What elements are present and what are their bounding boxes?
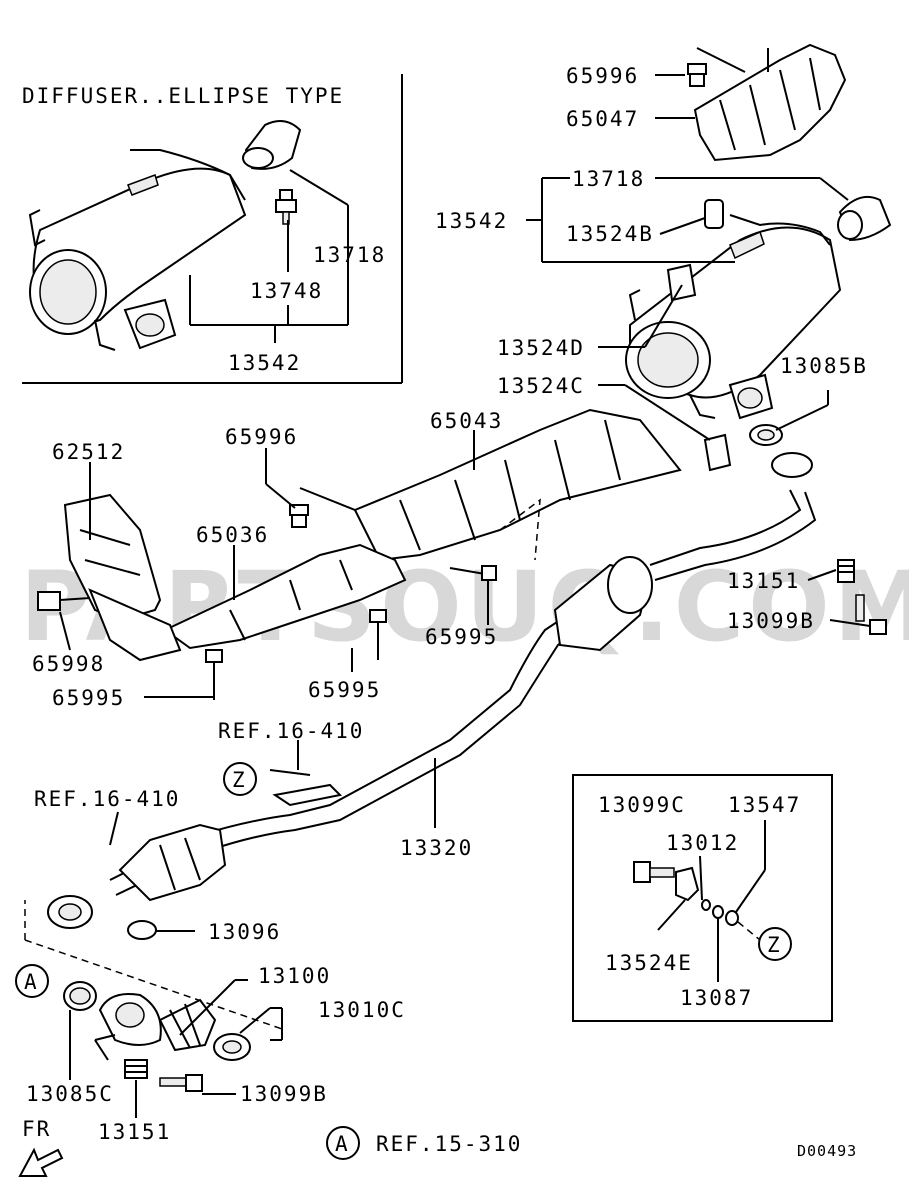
label-65036: 65036 xyxy=(196,523,269,547)
inset-title: DIFFUSER..ELLIPSE TYPE xyxy=(22,84,344,108)
bolt-13099B-bottom-icon xyxy=(159,1074,203,1092)
label-13151-right: 13151 xyxy=(727,569,800,593)
hanger-13524D-icon xyxy=(666,263,697,302)
inset-tailpipe-tip-icon xyxy=(242,120,302,170)
heat-shield-65047-icon xyxy=(693,43,847,162)
label-13087: 13087 xyxy=(680,986,753,1010)
label-65043: 65043 xyxy=(430,409,503,433)
bottom-left-leaders xyxy=(69,979,283,1118)
right-muffler-icon xyxy=(625,214,842,420)
diagram-code: D00493 xyxy=(797,1142,857,1160)
label-13542-right: 13542 xyxy=(435,209,508,233)
callout-z-inset xyxy=(758,927,792,961)
tailpipe-tip-13718-right-icon xyxy=(837,196,892,242)
label-13012: 13012 xyxy=(666,831,739,855)
label-13099B-bottom: 13099B xyxy=(240,1082,328,1106)
label-65996-mid: 65996 xyxy=(225,425,298,449)
nut-13547-icon xyxy=(725,910,739,926)
gasket-13085B-icon xyxy=(749,424,783,446)
heat-shield-65043-icon xyxy=(353,408,682,562)
gasket-13010C-icon xyxy=(213,1033,251,1061)
hanger-inset-leaders xyxy=(657,820,766,982)
callout-z-main xyxy=(223,762,257,796)
diffuser-inset-frame xyxy=(22,74,403,384)
hanger-13524C-icon xyxy=(703,433,732,472)
callout-a-left xyxy=(15,964,49,998)
spring-13151-right-icon xyxy=(837,559,855,583)
ref-16-410-top: REF.16-410 xyxy=(218,719,364,743)
label-62512: 62512 xyxy=(52,440,125,464)
heat-shield-65036-icon xyxy=(163,543,407,650)
callout-a-bottom xyxy=(326,1126,360,1160)
label-65047: 65047 xyxy=(566,107,639,131)
direction-label: FR xyxy=(22,1117,51,1141)
flange-front-icon xyxy=(47,895,93,929)
hanger-13524B-icon xyxy=(704,199,724,229)
mid-leaders xyxy=(109,569,871,932)
label-13010C: 13010C xyxy=(318,998,406,1022)
callout-a-bottom-label: A xyxy=(335,1132,350,1156)
label-13718-inset: 13718 xyxy=(313,243,386,267)
label-13524B: 13524B xyxy=(566,222,654,246)
label-13542-inset: 13542 xyxy=(228,351,301,375)
ref-15-310: REF.15-310 xyxy=(376,1132,522,1156)
center-leaders xyxy=(59,430,489,698)
label-65995-right: 65995 xyxy=(425,625,498,649)
bolt-13099C-icon xyxy=(633,861,675,883)
gasket-13085C-icon xyxy=(63,981,97,1011)
bracket-62512-icon xyxy=(63,493,182,662)
label-65996-top: 65996 xyxy=(566,64,639,88)
label-65995-mid: 65995 xyxy=(308,678,381,702)
top-right-leaders xyxy=(655,47,769,119)
label-13547: 13547 xyxy=(728,793,801,817)
flange-13100-icon xyxy=(98,993,217,1052)
front-assembly-dash-outline xyxy=(24,900,286,1031)
bolt-13099B-right-icon xyxy=(855,594,887,635)
label-13718-right: 13718 xyxy=(572,167,645,191)
spring-13151-bottom-icon xyxy=(124,1059,148,1079)
label-13524E: 13524E xyxy=(605,951,693,975)
washer-13087-icon xyxy=(712,905,724,919)
clip-65996-top-icon xyxy=(687,63,707,87)
inset-muffler-icon xyxy=(28,149,247,351)
label-13100: 13100 xyxy=(258,964,331,988)
callout-z-inset-label: Z xyxy=(767,933,782,957)
inset-bolt-13748-icon xyxy=(275,189,297,225)
callout-a-left-label: A xyxy=(24,970,39,994)
label-13085B: 13085B xyxy=(780,354,868,378)
label-13085C: 13085C xyxy=(26,1082,114,1106)
label-13096: 13096 xyxy=(208,920,281,944)
bracket-13524E-icon xyxy=(675,866,700,902)
hanger-detail-inset-frame xyxy=(572,774,833,1022)
gasket-13096-icon xyxy=(127,920,157,940)
label-13524D: 13524D xyxy=(497,336,585,360)
front-direction-arrow-icon xyxy=(18,1147,64,1177)
label-13151-bottom: 13151 xyxy=(98,1120,171,1144)
bolt-65995-mid-icon xyxy=(369,609,387,660)
label-13748: 13748 xyxy=(250,279,323,303)
bolt-65998-icon xyxy=(37,591,91,611)
label-13524C: 13524C xyxy=(497,374,585,398)
catalytic-converter-icon xyxy=(118,823,227,902)
label-13099B-right: 13099B xyxy=(727,609,815,633)
clip-65996-mid-icon xyxy=(289,504,309,528)
label-65998: 65998 xyxy=(32,652,105,676)
exhaust-pipe-13320-icon xyxy=(109,452,817,896)
callout-z-main-label: Z xyxy=(232,768,247,792)
label-65995-left: 65995 xyxy=(52,686,125,710)
label-13320: 13320 xyxy=(400,836,473,860)
inset-leaders xyxy=(189,169,349,343)
right-muffler-leaders xyxy=(526,177,849,441)
washer-13012-icon xyxy=(701,899,711,911)
bracket-z-icon xyxy=(269,769,343,807)
label-13099C: 13099C xyxy=(598,793,686,817)
ref-16-410-left: REF.16-410 xyxy=(34,787,180,811)
